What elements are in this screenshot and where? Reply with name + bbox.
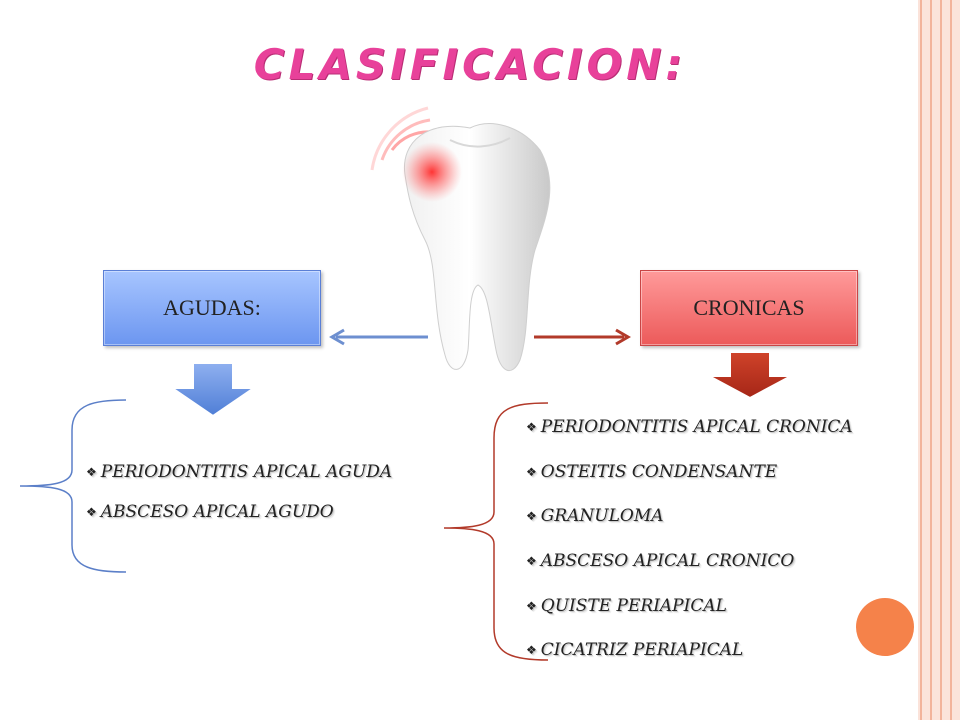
decorative-stripe-band	[918, 0, 960, 720]
list-item: ❖ PERIODONTITIS APICAL CRONICA	[526, 405, 853, 450]
left-arrow	[329, 328, 428, 346]
list-item-text: GRANULOMA	[540, 506, 664, 527]
cronicas-label: CRONICAS	[693, 295, 805, 320]
agudas-label: AGUDAS:	[163, 295, 261, 320]
list-item-text: ABSCESO APICAL AGUDO	[100, 502, 334, 522]
left-brace	[19, 399, 127, 573]
tooth-pain-icon	[370, 106, 551, 372]
list-item-text: CICATRIZ PERIAPICAL	[540, 640, 744, 661]
decorative-stripe	[920, 0, 922, 720]
decorative-stripe	[950, 0, 952, 720]
list-item-text: PERIODONTITIS APICAL AGUDA	[100, 462, 393, 482]
diamond-bullet-icon: ❖	[526, 464, 537, 479]
cronicas-list: ❖ PERIODONTITIS APICAL CRONICA ❖ OSTEITI…	[526, 405, 853, 673]
diamond-bullet-icon: ❖	[526, 509, 537, 524]
agudas-list: ❖ PERIODONTITIS APICAL AGUDA ❖ ABSCESO A…	[86, 452, 392, 532]
diamond-bullet-icon: ❖	[526, 554, 537, 569]
list-item: ❖ ABSCESO APICAL CRONICO	[526, 539, 853, 584]
list-item-text: ABSCESO APICAL CRONICO	[540, 551, 795, 572]
diamond-bullet-icon: ❖	[86, 505, 97, 519]
list-item: ❖ ABSCESO APICAL AGUDO	[86, 492, 392, 532]
diamond-bullet-icon: ❖	[526, 643, 537, 658]
list-item-text: QUISTE PERIAPICAL	[540, 595, 727, 616]
decorative-circle	[856, 598, 914, 656]
list-item-text: PERIODONTITIS APICAL CRONICA	[540, 417, 853, 438]
right-arrow	[534, 328, 631, 346]
list-item: ❖ PERIODONTITIS APICAL AGUDA	[86, 452, 392, 492]
list-item-text: OSTEITIS CONDENSANTE	[540, 461, 778, 482]
list-item: ❖ QUISTE PERIAPICAL	[526, 583, 853, 628]
slide-title: CLASIFICACION:	[253, 40, 687, 89]
cronicas-box: CRONICAS	[640, 270, 858, 346]
list-item: ❖ OSTEITIS CONDENSANTE	[526, 450, 853, 495]
list-item: ❖ GRANULOMA	[526, 494, 853, 539]
decorative-stripe	[930, 0, 932, 720]
down-arrow-red	[708, 351, 792, 400]
right-brace	[443, 402, 549, 661]
list-item: ❖ CICATRIZ PERIAPICAL	[526, 628, 853, 673]
down-arrow-blue	[168, 362, 258, 418]
diamond-bullet-icon: ❖	[86, 465, 97, 479]
diamond-bullet-icon: ❖	[526, 420, 537, 435]
diamond-bullet-icon: ❖	[526, 598, 537, 613]
decorative-stripe	[940, 0, 942, 720]
agudas-box: AGUDAS:	[103, 270, 321, 346]
